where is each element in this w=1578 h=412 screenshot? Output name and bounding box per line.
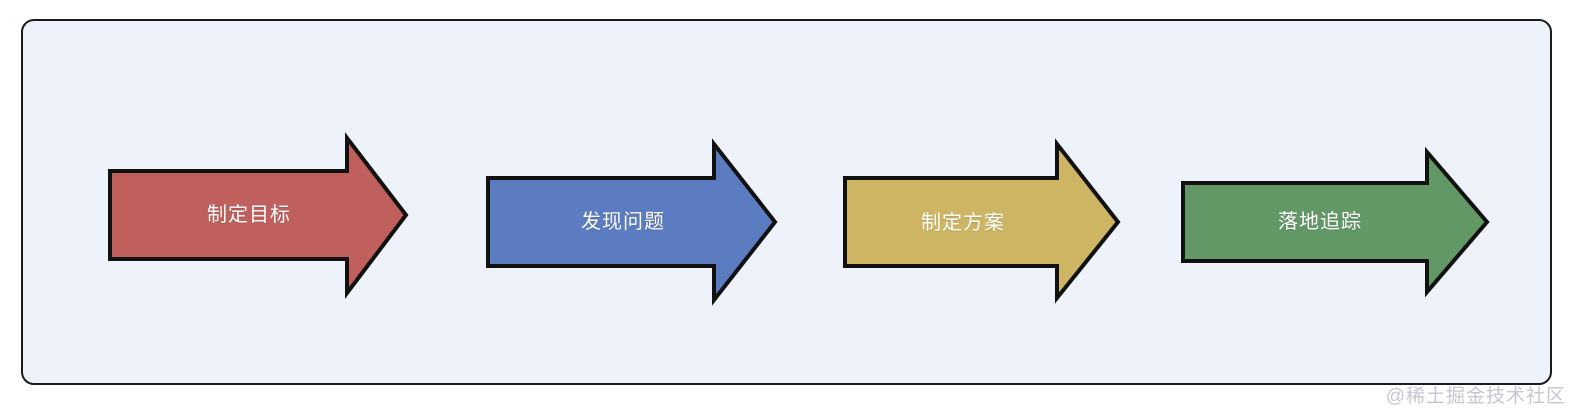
process-arrow-label-1: 制定目标: [207, 204, 291, 226]
diagram-panel: [21, 19, 1552, 385]
process-arrow-label-2: 发现问题: [581, 211, 665, 233]
process-arrow-label-4: 落地追踪: [1278, 211, 1362, 233]
process-arrow-label-3: 制定方案: [921, 212, 1005, 234]
watermark-text: @稀土掘金技术社区: [1385, 386, 1566, 407]
